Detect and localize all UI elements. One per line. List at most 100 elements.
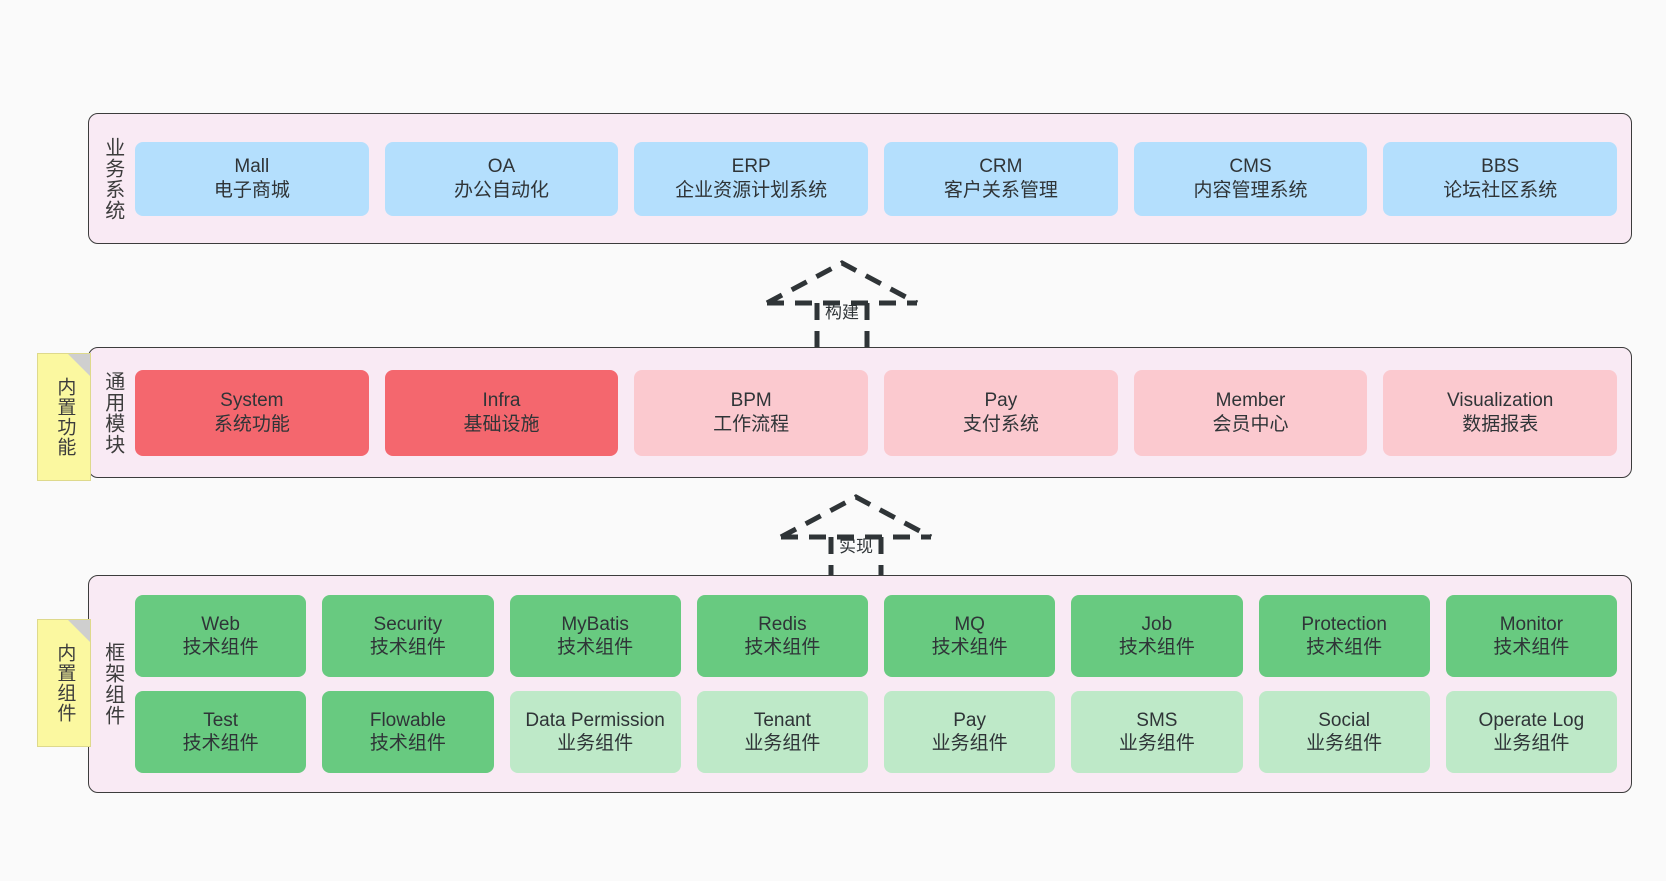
card-member-name: Member bbox=[1215, 390, 1286, 412]
card-data-permission-name: Data Permission bbox=[525, 709, 665, 731]
card-social-name: Social bbox=[1318, 709, 1370, 731]
card-infra-desc: 基础设施 bbox=[463, 413, 540, 435]
connector-implement-label: 实现 bbox=[839, 537, 873, 556]
card-test[interactable]: Test 技术组件 bbox=[135, 691, 307, 773]
card-data-permission[interactable]: Data Permission 业务组件 bbox=[509, 691, 681, 773]
card-erp-name: ERP bbox=[731, 156, 771, 178]
card-oa-desc: 办公自动化 bbox=[454, 179, 550, 201]
card-flowable-name: Flowable bbox=[369, 709, 446, 731]
card-test-desc: 技术组件 bbox=[182, 733, 259, 754]
section-business-system-body: Mall 电子商城 OA 办公自动化 ERP 企业资源计划系统 CRM 客户关系… bbox=[135, 114, 1631, 243]
card-pay-module[interactable]: Pay 支付系统 bbox=[884, 369, 1118, 456]
card-cms[interactable]: CMS 内容管理系统 bbox=[1133, 141, 1368, 216]
card-member-desc: 会员中心 bbox=[1212, 413, 1289, 435]
card-bbs-name: BBS bbox=[1481, 156, 1520, 178]
card-security-desc: 技术组件 bbox=[369, 637, 446, 658]
section-framework-component-title: 框架组件 bbox=[101, 642, 124, 726]
card-pay-module-desc: 支付系统 bbox=[962, 413, 1039, 435]
card-visualization[interactable]: Visualization 数据报表 bbox=[1383, 369, 1618, 456]
card-monitor-name: Monitor bbox=[1499, 613, 1564, 635]
card-monitor[interactable]: Monitor 技术组件 bbox=[1445, 595, 1617, 677]
section-common-module: 通用模块 System 系统功能 Infra 基础设施 BPM 工作流程 Pay… bbox=[88, 347, 1632, 478]
card-mall-name: Mall bbox=[234, 156, 270, 178]
card-bbs-desc: 论坛社区系统 bbox=[1443, 179, 1558, 201]
section-framework-component: 框架组件 Web 技术组件 Security 技术组件 MyBatis 技术组件… bbox=[88, 575, 1632, 793]
card-pay-module-name: Pay bbox=[984, 390, 1018, 412]
card-bpm-name: BPM bbox=[730, 390, 772, 412]
card-job-name: Job bbox=[1141, 613, 1173, 635]
card-redis-desc: 技术组件 bbox=[744, 637, 821, 658]
card-web[interactable]: Web 技术组件 bbox=[135, 595, 307, 677]
card-crm[interactable]: CRM 客户关系管理 bbox=[884, 141, 1118, 216]
framework-card-row-2: Test 技术组件 Flowable 技术组件 Data Permission … bbox=[135, 691, 1617, 773]
card-bpm-desc: 工作流程 bbox=[713, 413, 790, 435]
card-mq-name: MQ bbox=[954, 613, 985, 635]
card-protection-desc: 技术组件 bbox=[1306, 637, 1383, 658]
note-builtin-function-label: 内置功能 bbox=[54, 377, 76, 457]
card-redis[interactable]: Redis 技术组件 bbox=[696, 595, 868, 677]
card-tenant-desc: 业务组件 bbox=[744, 733, 821, 754]
card-cms-desc: 内容管理系统 bbox=[1193, 179, 1308, 201]
card-bbs[interactable]: BBS 论坛社区系统 bbox=[1383, 141, 1618, 216]
card-visualization-name: Visualization bbox=[1447, 390, 1554, 412]
card-security-name: Security bbox=[373, 613, 443, 635]
card-flowable-desc: 技术组件 bbox=[369, 733, 446, 754]
card-job[interactable]: Job 技术组件 bbox=[1071, 595, 1243, 677]
card-flowable[interactable]: Flowable 技术组件 bbox=[322, 691, 494, 773]
card-mall-desc: 电子商城 bbox=[213, 179, 290, 201]
section-common-module-title: 通用模块 bbox=[101, 370, 124, 455]
card-security[interactable]: Security 技术组件 bbox=[322, 595, 494, 677]
card-operate-log-desc: 业务组件 bbox=[1493, 733, 1570, 754]
connector-build-label: 构建 bbox=[825, 303, 859, 322]
card-redis-name: Redis bbox=[758, 613, 807, 635]
section-framework-component-body: Web 技术组件 Security 技术组件 MyBatis 技术组件 Redi… bbox=[135, 576, 1631, 792]
card-social-desc: 业务组件 bbox=[1306, 733, 1383, 754]
card-social[interactable]: Social 业务组件 bbox=[1258, 691, 1430, 773]
card-mybatis[interactable]: MyBatis 技术组件 bbox=[509, 595, 681, 677]
card-pay-component[interactable]: Pay 业务组件 bbox=[884, 691, 1056, 773]
section-common-module-body: System 系统功能 Infra 基础设施 BPM 工作流程 Pay 支付系统… bbox=[135, 348, 1631, 477]
section-business-system-title: 业务系统 bbox=[101, 136, 124, 221]
card-system-desc: 系统功能 bbox=[213, 413, 290, 435]
card-operate-log[interactable]: Operate Log 业务组件 bbox=[1445, 691, 1617, 773]
card-member[interactable]: Member 会员中心 bbox=[1133, 369, 1368, 456]
card-web-name: Web bbox=[201, 613, 240, 635]
card-erp[interactable]: ERP 企业资源计划系统 bbox=[634, 141, 869, 216]
card-bpm[interactable]: BPM 工作流程 bbox=[634, 369, 869, 456]
card-mybatis-name: MyBatis bbox=[561, 613, 629, 635]
card-sms-desc: 业务组件 bbox=[1118, 733, 1195, 754]
card-oa-name: OA bbox=[487, 156, 516, 178]
card-sms-name: SMS bbox=[1136, 709, 1178, 731]
card-sms[interactable]: SMS 业务组件 bbox=[1071, 691, 1243, 773]
card-mq-desc: 技术组件 bbox=[931, 637, 1008, 658]
card-operate-log-name: Operate Log bbox=[1478, 709, 1585, 731]
card-visualization-desc: 数据报表 bbox=[1462, 413, 1539, 435]
card-system[interactable]: System 系统功能 bbox=[135, 369, 369, 456]
connector-build: 构建 bbox=[757, 258, 927, 358]
card-monitor-desc: 技术组件 bbox=[1493, 637, 1570, 658]
card-infra-name: Infra bbox=[482, 390, 521, 412]
card-web-desc: 技术组件 bbox=[182, 637, 259, 658]
card-erp-desc: 企业资源计划系统 bbox=[675, 179, 828, 201]
card-crm-desc: 客户关系管理 bbox=[943, 179, 1058, 201]
card-infra[interactable]: Infra 基础设施 bbox=[384, 369, 619, 456]
card-data-permission-desc: 业务组件 bbox=[557, 733, 634, 754]
framework-card-row-1: Web 技术组件 Security 技术组件 MyBatis 技术组件 Redi… bbox=[135, 595, 1617, 677]
card-cms-name: CMS bbox=[1229, 156, 1272, 178]
card-mq[interactable]: MQ 技术组件 bbox=[884, 595, 1056, 677]
card-oa[interactable]: OA 办公自动化 bbox=[384, 141, 619, 216]
card-protection-name: Protection bbox=[1301, 613, 1387, 635]
card-crm-name: CRM bbox=[979, 156, 1023, 178]
note-builtin-component[interactable]: 内置组件 bbox=[37, 619, 91, 747]
card-tenant-name: Tenant bbox=[753, 709, 811, 731]
card-mybatis-desc: 技术组件 bbox=[557, 637, 634, 658]
card-protection[interactable]: Protection 技术组件 bbox=[1258, 595, 1430, 677]
card-job-desc: 技术组件 bbox=[1118, 637, 1195, 658]
card-mall[interactable]: Mall 电子商城 bbox=[135, 141, 369, 216]
card-tenant[interactable]: Tenant 业务组件 bbox=[696, 691, 868, 773]
business-card-row: Mall 电子商城 OA 办公自动化 ERP 企业资源计划系统 CRM 客户关系… bbox=[135, 141, 1618, 216]
card-test-name: Test bbox=[203, 709, 239, 731]
note-builtin-component-label: 内置组件 bbox=[54, 643, 76, 723]
note-builtin-function[interactable]: 内置功能 bbox=[37, 353, 91, 481]
